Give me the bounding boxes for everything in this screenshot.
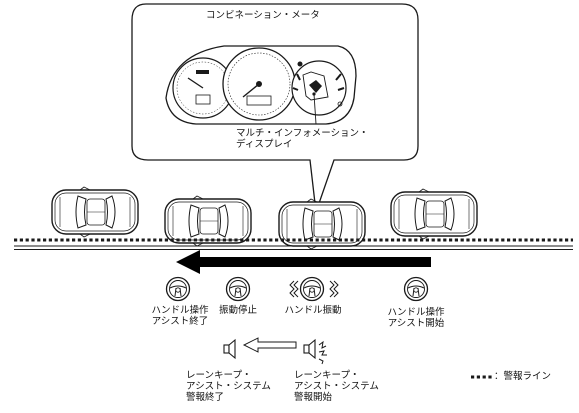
vibration-icon (329, 280, 339, 298)
assist-start-label: ハンドル操作 アシスト開始 (387, 307, 445, 329)
vibration-icon (289, 280, 299, 298)
display-label: マルチ・インフォメーション・ ディスプレイ (236, 128, 369, 150)
steering-wheel-icon (403, 276, 429, 302)
alarm-start-label: レーンキープ・ アシスト・システム 警報開始 (294, 370, 379, 403)
vibration-stop-label: 振動停止 (218, 305, 257, 316)
speaker-icon (223, 339, 236, 359)
car-5 (390, 188, 478, 240)
sound-waves-icon (318, 340, 327, 365)
alarm-duration-arrow (242, 337, 297, 353)
vibration-label: ハンドル振動 (284, 305, 342, 316)
assist-end-label: ハンドル操作 アシスト終了 (151, 305, 209, 327)
legend-warning-line-label: ：警報ライン (494, 371, 552, 382)
speaker-icon (303, 339, 316, 359)
car-1 (0, 181, 45, 230)
car-6 (501, 177, 579, 225)
steering-wheel-icon (299, 276, 325, 302)
direction-arrow (176, 250, 431, 274)
steering-wheel-icon (165, 276, 191, 302)
car-2 (51, 186, 139, 238)
steering-wheel-icon (225, 276, 251, 302)
callout-title: コンビネーション・メータ (206, 10, 320, 21)
combination-meter (165, 45, 357, 125)
alarm-end-label: レーンキープ・ アシスト・システム 警報終了 (186, 370, 271, 403)
